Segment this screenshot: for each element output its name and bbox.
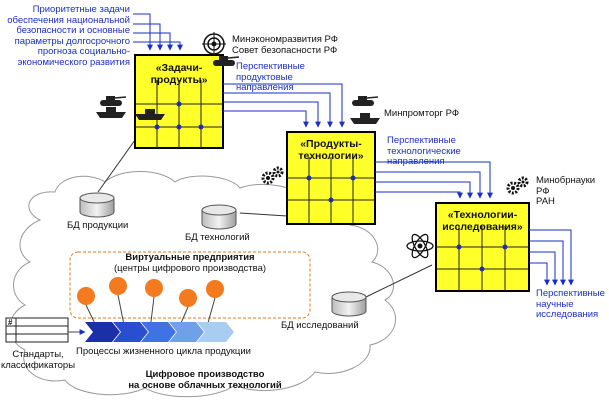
enterprise-node — [77, 287, 95, 305]
virtual-enterprises-subtitle: (центры цифрового производства) — [113, 263, 267, 274]
tank-icon — [100, 96, 127, 106]
org-label-ministry-industry: Минпромторг РФ — [384, 108, 460, 119]
matrix-products-technologies — [286, 131, 376, 225]
product-directions-label: Перспективные продуктовые направления — [236, 61, 305, 93]
matrix-tasks-products — [134, 54, 224, 149]
standards-label: Стандарты, классификаторы — [0, 349, 76, 371]
chevron-stage-4 — [169, 322, 204, 342]
gears-icon — [261, 166, 284, 185]
table-hash-mark: # — [8, 318, 13, 327]
atom-icon — [406, 233, 434, 259]
lifecycle-chevrons — [85, 322, 234, 342]
org-label-ministry-science: Минобрнауки РФ РАН — [536, 175, 596, 207]
chevron-stage-1 — [85, 322, 120, 342]
chevron-stage-3 — [141, 322, 176, 342]
arrows-priorities — [133, 13, 183, 51]
db-technologies-cylinder — [201, 204, 237, 230]
research-directions-label: Перспективные научные исследования — [536, 288, 605, 320]
arrows-product-directions — [223, 83, 345, 128]
matrix-title-products-technologies: «Продукты- технологии» — [298, 138, 364, 162]
cloud-label: Цифровое производство на основе облачных… — [128, 369, 282, 391]
enterprise-node — [109, 277, 127, 295]
target-icon — [202, 32, 226, 56]
virtual-enterprises-title: Виртуальные предприятия — [125, 252, 255, 263]
virtual-enterprises-box — [69, 251, 311, 319]
tank-icon — [213, 56, 240, 66]
tech-directions-label: Перспективные технологические направлени… — [387, 135, 461, 167]
db-technologies-label: БД технологий — [185, 232, 250, 243]
standards-table-icon — [5, 317, 69, 343]
arrows-research — [529, 229, 574, 286]
lifecycle-label: Процессы жизненного цикла продукции — [76, 346, 251, 357]
db-research-cylinder — [331, 291, 367, 317]
db-products-cylinder — [79, 192, 115, 218]
db-research-label: БД исследований — [281, 320, 359, 331]
enterprise-node — [179, 289, 197, 307]
ship-icon — [96, 107, 126, 118]
enterprise-node — [206, 280, 224, 298]
matrix-title-tasks-products: «Задачи- продукты» — [150, 62, 208, 86]
ship-icon — [135, 109, 165, 120]
db-products-label: БД продукции — [67, 220, 129, 231]
virtual-enterprise-nodes — [77, 277, 224, 307]
matrix-title-technologies-research: «Технологии- исследования» — [442, 209, 523, 233]
priorities-text: Приоритетные задачи обеспечения национал… — [7, 4, 130, 68]
arrows-tech-directions — [375, 161, 493, 199]
tank-icon — [352, 96, 379, 106]
db-links — [97, 139, 433, 298]
org-label-ministry-economy: Минэкономразвития РФ Совет безопасности … — [232, 34, 338, 56]
chevron-stage-5 — [197, 322, 234, 342]
ship-icon — [350, 113, 380, 124]
gears-icon — [506, 176, 529, 195]
chevron-stage-2 — [113, 322, 148, 342]
enterprise-node — [145, 279, 163, 297]
matrix-technologies-research — [435, 202, 530, 292]
